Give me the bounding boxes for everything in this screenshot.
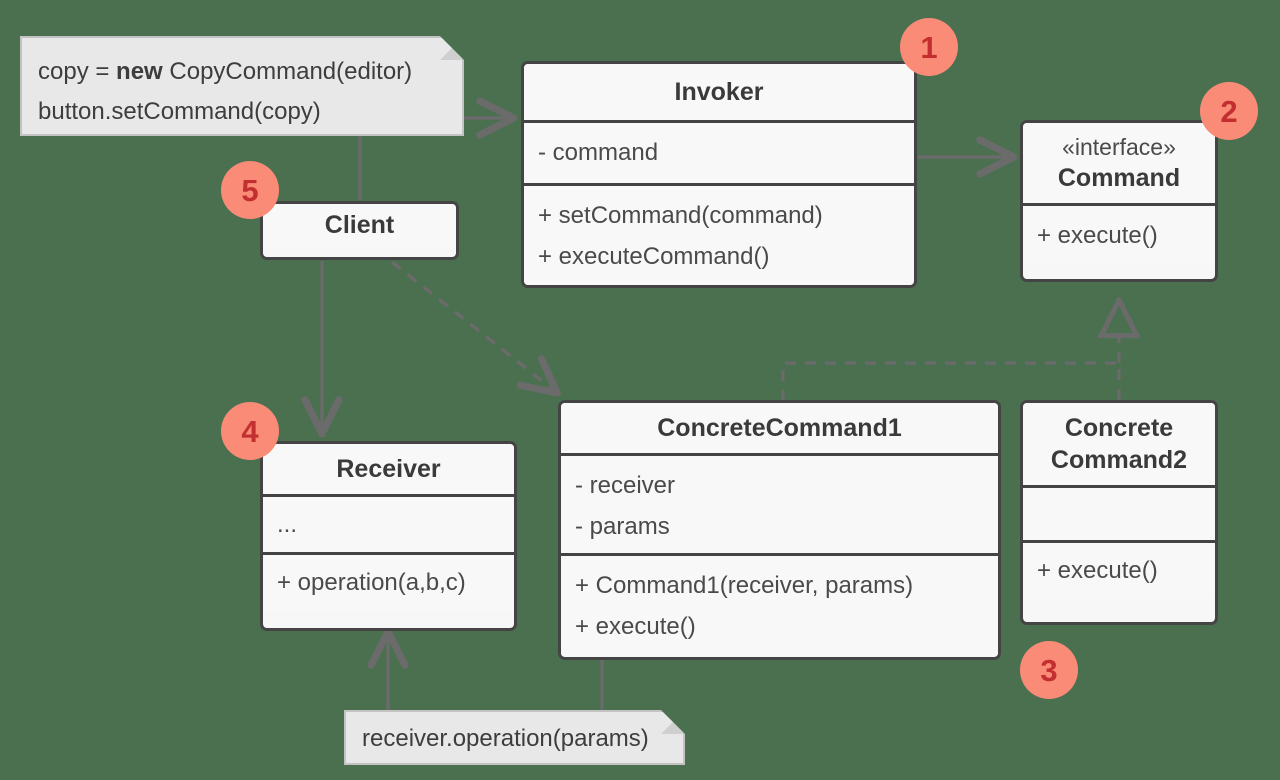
note-line-1-keyword: new xyxy=(116,58,163,85)
note-line-1-pre: copy = xyxy=(38,58,117,85)
note-client-code: copy = new CopyCommand(editor) button.se… xyxy=(20,36,464,136)
class-box-invoker[interactable]: Invoker - command + setCommand(command) … xyxy=(521,61,917,288)
attribute-row: - command xyxy=(538,139,659,166)
operation-row: + Command1(receiver, params) xyxy=(575,572,914,599)
class-attributes-concrete-command-1: - receiver - params xyxy=(561,456,998,556)
class-operations-receiver: + operation(a,b,c) xyxy=(263,555,514,611)
step-badge-2[interactable]: 2 xyxy=(1200,82,1258,140)
step-badge-5[interactable]: 5 xyxy=(221,161,279,219)
class-box-concrete-command-2[interactable]: Concrete Command2 + execute() xyxy=(1020,400,1218,625)
attribute-row: - receiver xyxy=(575,472,676,499)
attribute-row: ... xyxy=(277,511,298,538)
edge-realization-to-command xyxy=(781,300,1119,400)
class-operations-concrete-command-2: + execute() xyxy=(1023,543,1215,599)
class-title-concrete-command-1: ConcreteCommand1 xyxy=(561,403,998,456)
step-badge-1[interactable]: 1 xyxy=(900,18,958,76)
class-title-concrete-command-2: Concrete Command2 xyxy=(1023,403,1215,488)
note-line-2: button.setCommand(copy) xyxy=(38,98,321,125)
note-receiver-call: receiver.operation(params) xyxy=(344,710,685,765)
step-badge-4[interactable]: 4 xyxy=(221,402,279,460)
class-name-line-1: Concrete xyxy=(1064,414,1174,442)
operation-row: + execute() xyxy=(1037,557,1158,584)
operation-row: + execute() xyxy=(575,613,696,640)
class-operations-invoker: + setCommand(command) + executeCommand() xyxy=(524,186,914,285)
class-attributes-concrete-command-2 xyxy=(1023,488,1215,543)
class-operations-concrete-command-1: + Command1(receiver, params) + execute() xyxy=(561,556,998,656)
class-title-invoker: Invoker xyxy=(524,64,914,123)
class-box-receiver[interactable]: Receiver ... + operation(a,b,c) xyxy=(260,441,517,631)
class-box-command[interactable]: «interface» Command + execute() xyxy=(1020,120,1218,282)
class-attributes-receiver: ... xyxy=(263,497,514,555)
class-box-client[interactable]: Client xyxy=(260,201,459,260)
note-fold-cut-icon xyxy=(440,36,464,60)
class-title-client: Client xyxy=(263,204,456,246)
class-name-line-2: Command2 xyxy=(1050,446,1188,474)
class-name-command: Command xyxy=(1057,164,1181,192)
note-line-1: copy = new CopyCommand(editor) xyxy=(38,52,446,92)
class-title-receiver: Receiver xyxy=(263,444,514,497)
operation-row: + executeCommand() xyxy=(538,243,770,270)
class-box-concrete-command-1[interactable]: ConcreteCommand1 - receiver - params + C… xyxy=(558,400,1001,660)
operation-row: + execute() xyxy=(1037,222,1158,249)
operation-row: + setCommand(command) xyxy=(538,202,823,229)
note-line-1-post: CopyCommand(editor) xyxy=(162,58,413,85)
class-stereotype-command: «interface» xyxy=(1062,134,1176,160)
step-badge-3[interactable]: 3 xyxy=(1020,641,1078,699)
operation-row: + operation(a,b,c) xyxy=(277,569,466,596)
class-attributes-invoker: - command xyxy=(524,123,914,186)
class-operations-command: + execute() xyxy=(1023,206,1215,265)
class-title-command: «interface» Command xyxy=(1023,123,1215,206)
note-fold-cut-icon xyxy=(661,710,685,734)
attribute-row: - params xyxy=(575,513,670,540)
note-line-1: receiver.operation(params) xyxy=(362,725,649,752)
